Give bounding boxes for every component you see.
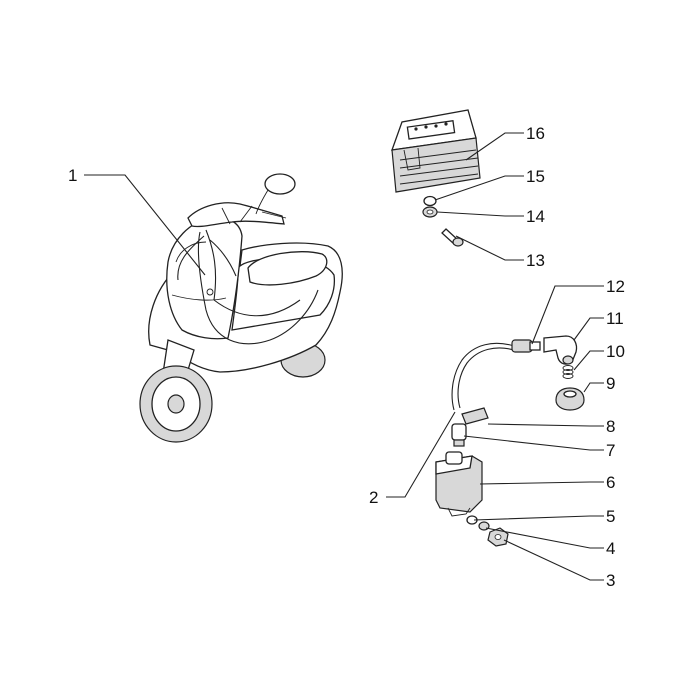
leader-lines — [84, 132, 604, 581]
voltage-regulator — [391, 109, 481, 193]
scooter-drawing — [139, 173, 343, 443]
scooter-seat — [247, 251, 328, 286]
callout-9: 9 — [606, 374, 615, 393]
callout-10: 10 — [606, 342, 625, 361]
front-wheel-hub — [167, 394, 185, 414]
callout-6: 6 — [606, 473, 615, 492]
callout-5: 5 — [606, 507, 615, 526]
callout-13: 13 — [526, 251, 545, 270]
cable-cap-part-8 — [461, 407, 489, 425]
callout-2: 2 — [369, 488, 378, 507]
handlebar — [187, 202, 285, 228]
callout-16: 16 — [526, 124, 545, 143]
mirror — [264, 173, 296, 195]
callout-4: 4 — [606, 539, 615, 558]
cable-connector-part-12 — [511, 339, 541, 353]
ht-cable — [451, 342, 515, 411]
spark-plug-cap-part-11 — [543, 335, 578, 365]
callout-11: 11 — [606, 309, 624, 328]
wiring-harness — [177, 229, 319, 345]
callout-15: 15 — [526, 167, 545, 186]
callout-3: 3 — [606, 571, 615, 590]
callout-14: 14 — [526, 207, 545, 226]
screw-part-13 — [441, 228, 464, 247]
spring-part-10 — [562, 365, 574, 379]
nut-part-3 — [487, 527, 509, 547]
washer-part-15 — [423, 195, 437, 207]
callout-1: 1 — [68, 166, 77, 185]
callout-8: 8 — [606, 417, 615, 436]
coil-cap-part-7 — [451, 423, 467, 447]
grommet-part-9 — [555, 387, 585, 411]
callout-12: 12 — [606, 277, 625, 296]
ignition-coil-part-6 — [435, 451, 483, 517]
callout-7: 7 — [606, 441, 615, 460]
